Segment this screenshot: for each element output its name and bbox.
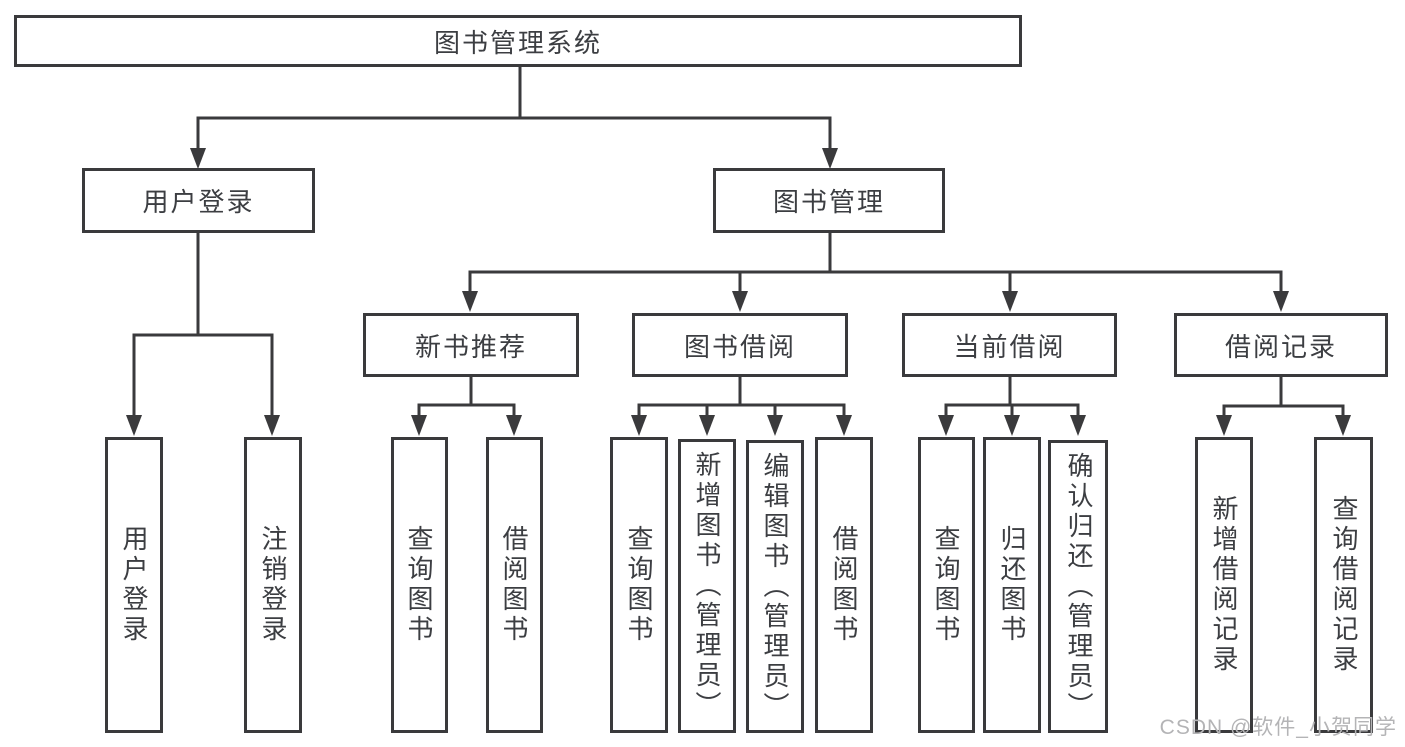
leaf-borrow-books-recommend: 借阅图书 bbox=[486, 437, 543, 733]
arrowheads bbox=[126, 148, 1351, 436]
arrowhead bbox=[1273, 291, 1289, 312]
arrowhead bbox=[767, 415, 783, 436]
connector-path bbox=[1222, 377, 1345, 416]
leaf-edit-book-admin: 编辑图书（管理员） bbox=[746, 440, 804, 733]
node-library-system: 图书管理系统 bbox=[14, 15, 1022, 67]
node-current-borrowing: 当前借阅 bbox=[902, 313, 1117, 377]
leaf-add-book-admin: 新增图书（管理员） bbox=[678, 439, 736, 733]
arrowhead bbox=[126, 415, 142, 436]
connector-path bbox=[944, 377, 1080, 416]
connector-path bbox=[637, 377, 846, 416]
arrowhead bbox=[836, 415, 852, 436]
leaf-query-books-recommend: 查询图书 bbox=[391, 437, 448, 733]
leaf-query-books-current: 查询图书 bbox=[918, 437, 975, 733]
arrowhead bbox=[1070, 415, 1086, 436]
arrowhead bbox=[631, 415, 647, 436]
arrowhead bbox=[1216, 415, 1232, 436]
leaf-logout-login: 注销登录 bbox=[244, 437, 302, 733]
connector-path bbox=[417, 377, 516, 416]
leaf-query-borrow-record: 查询借阅记录 bbox=[1314, 437, 1373, 733]
watermark-text: CSDN @软件_小贺同学 bbox=[1159, 716, 1397, 739]
node-book-management: 图书管理 bbox=[713, 168, 945, 233]
node-user-login: 用户登录 bbox=[82, 168, 315, 233]
arrowhead bbox=[1002, 291, 1018, 312]
arrowhead bbox=[190, 148, 206, 169]
arrowhead bbox=[938, 415, 954, 436]
leaf-user-login: 用户登录 bbox=[105, 437, 163, 733]
node-book-borrowing: 图书借阅 bbox=[632, 313, 848, 377]
arrowhead bbox=[264, 415, 280, 436]
arrowhead bbox=[1335, 415, 1351, 436]
arrowhead bbox=[1004, 415, 1020, 436]
leaf-query-books-borrowing: 查询图书 bbox=[610, 437, 668, 733]
arrowhead bbox=[411, 415, 427, 436]
connector-path bbox=[132, 233, 274, 416]
arrowhead bbox=[699, 415, 715, 436]
arrowhead bbox=[506, 415, 522, 436]
node-new-book-recommend: 新书推荐 bbox=[363, 313, 579, 377]
arrowhead bbox=[822, 148, 838, 169]
connector-path bbox=[468, 233, 1283, 293]
leaf-add-borrow-record: 新增借阅记录 bbox=[1195, 437, 1253, 733]
leaf-confirm-return-admin: 确认归还（管理员） bbox=[1048, 440, 1108, 733]
leaf-return-books: 归还图书 bbox=[983, 437, 1041, 733]
node-borrowing-records: 借阅记录 bbox=[1174, 313, 1388, 377]
leaf-borrow-books-borrowing: 借阅图书 bbox=[815, 437, 873, 733]
connector-path bbox=[196, 67, 832, 148]
arrowhead bbox=[732, 291, 748, 312]
arrowhead bbox=[462, 291, 478, 312]
